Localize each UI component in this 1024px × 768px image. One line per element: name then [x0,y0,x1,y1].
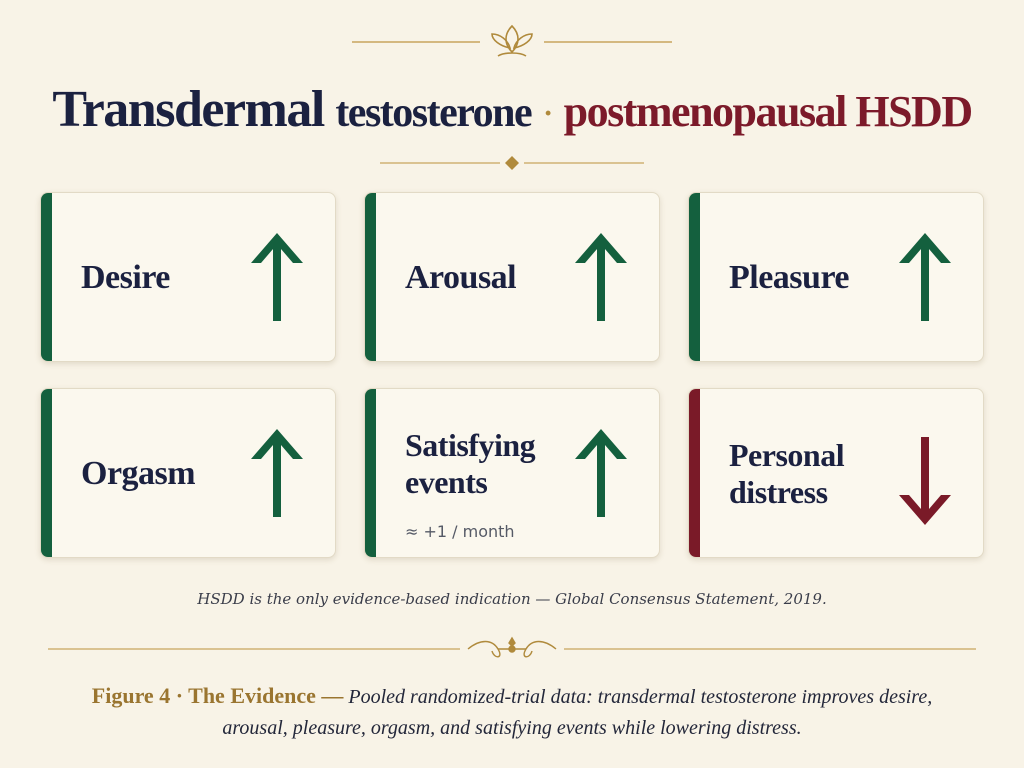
title-part3: postmenopausal HSDD [563,87,973,136]
card-accent-bar [41,389,52,557]
title-separator: · [543,97,553,131]
card-label: Pleasure [729,259,850,296]
up-arrow-icon [575,233,627,321]
up-arrow-icon [575,429,627,517]
card-label: Arousal [405,259,517,296]
up-arrow-icon [251,233,303,321]
fleur-ornament [352,24,672,57]
card-personal-distress: Personal distress [688,388,984,558]
scroll-ornament [48,636,976,658]
card-accent-bar [41,193,52,361]
card-accent-bar [689,193,700,361]
consensus-caption: HSDD is the only evidence-based indicati… [197,590,827,608]
card-label-line2: events [405,464,488,500]
title-part2: testosterone [335,90,532,136]
figure-label: Figure 4 · The Evidence — [91,683,344,708]
card-label: Orgasm [81,455,196,492]
down-arrow-icon [899,437,951,525]
card-accent-bar [689,389,700,557]
fleur-icon [491,24,533,57]
card-accent-bar [365,389,376,557]
card-note: ≈ +1 / month [405,522,515,541]
page-title: Transdermal testosterone · postmenopausal … [0,80,1024,139]
card-orgasm: Orgasm [40,388,336,558]
card-label-line1: Satisfying [405,427,536,463]
card-label: Satisfying events ≈ +1 / month [405,389,575,557]
card-arousal: Arousal [364,192,660,362]
card-desire: Desire [40,192,336,362]
figure-text: Pooled randomized-trial data: transderma… [222,686,933,739]
up-arrow-icon [899,233,951,321]
card-label: Personal distress [729,389,899,557]
up-arrow-icon [251,429,303,517]
diamond-icon [505,156,519,170]
card-label-line2: distress [729,474,828,510]
divider-ornament [380,156,644,170]
figure-caption: Figure 4 · The Evidence — Pooled randomi… [60,680,964,744]
card-label-line1: Personal [729,437,845,473]
title-part1: Transdermal [52,81,325,138]
card-accent-bar [365,193,376,361]
card-pleasure: Pleasure [688,192,984,362]
flourish-icon [467,636,557,658]
card-satisfying-events: Satisfying events ≈ +1 / month [364,388,660,558]
card-label: Desire [81,259,170,296]
